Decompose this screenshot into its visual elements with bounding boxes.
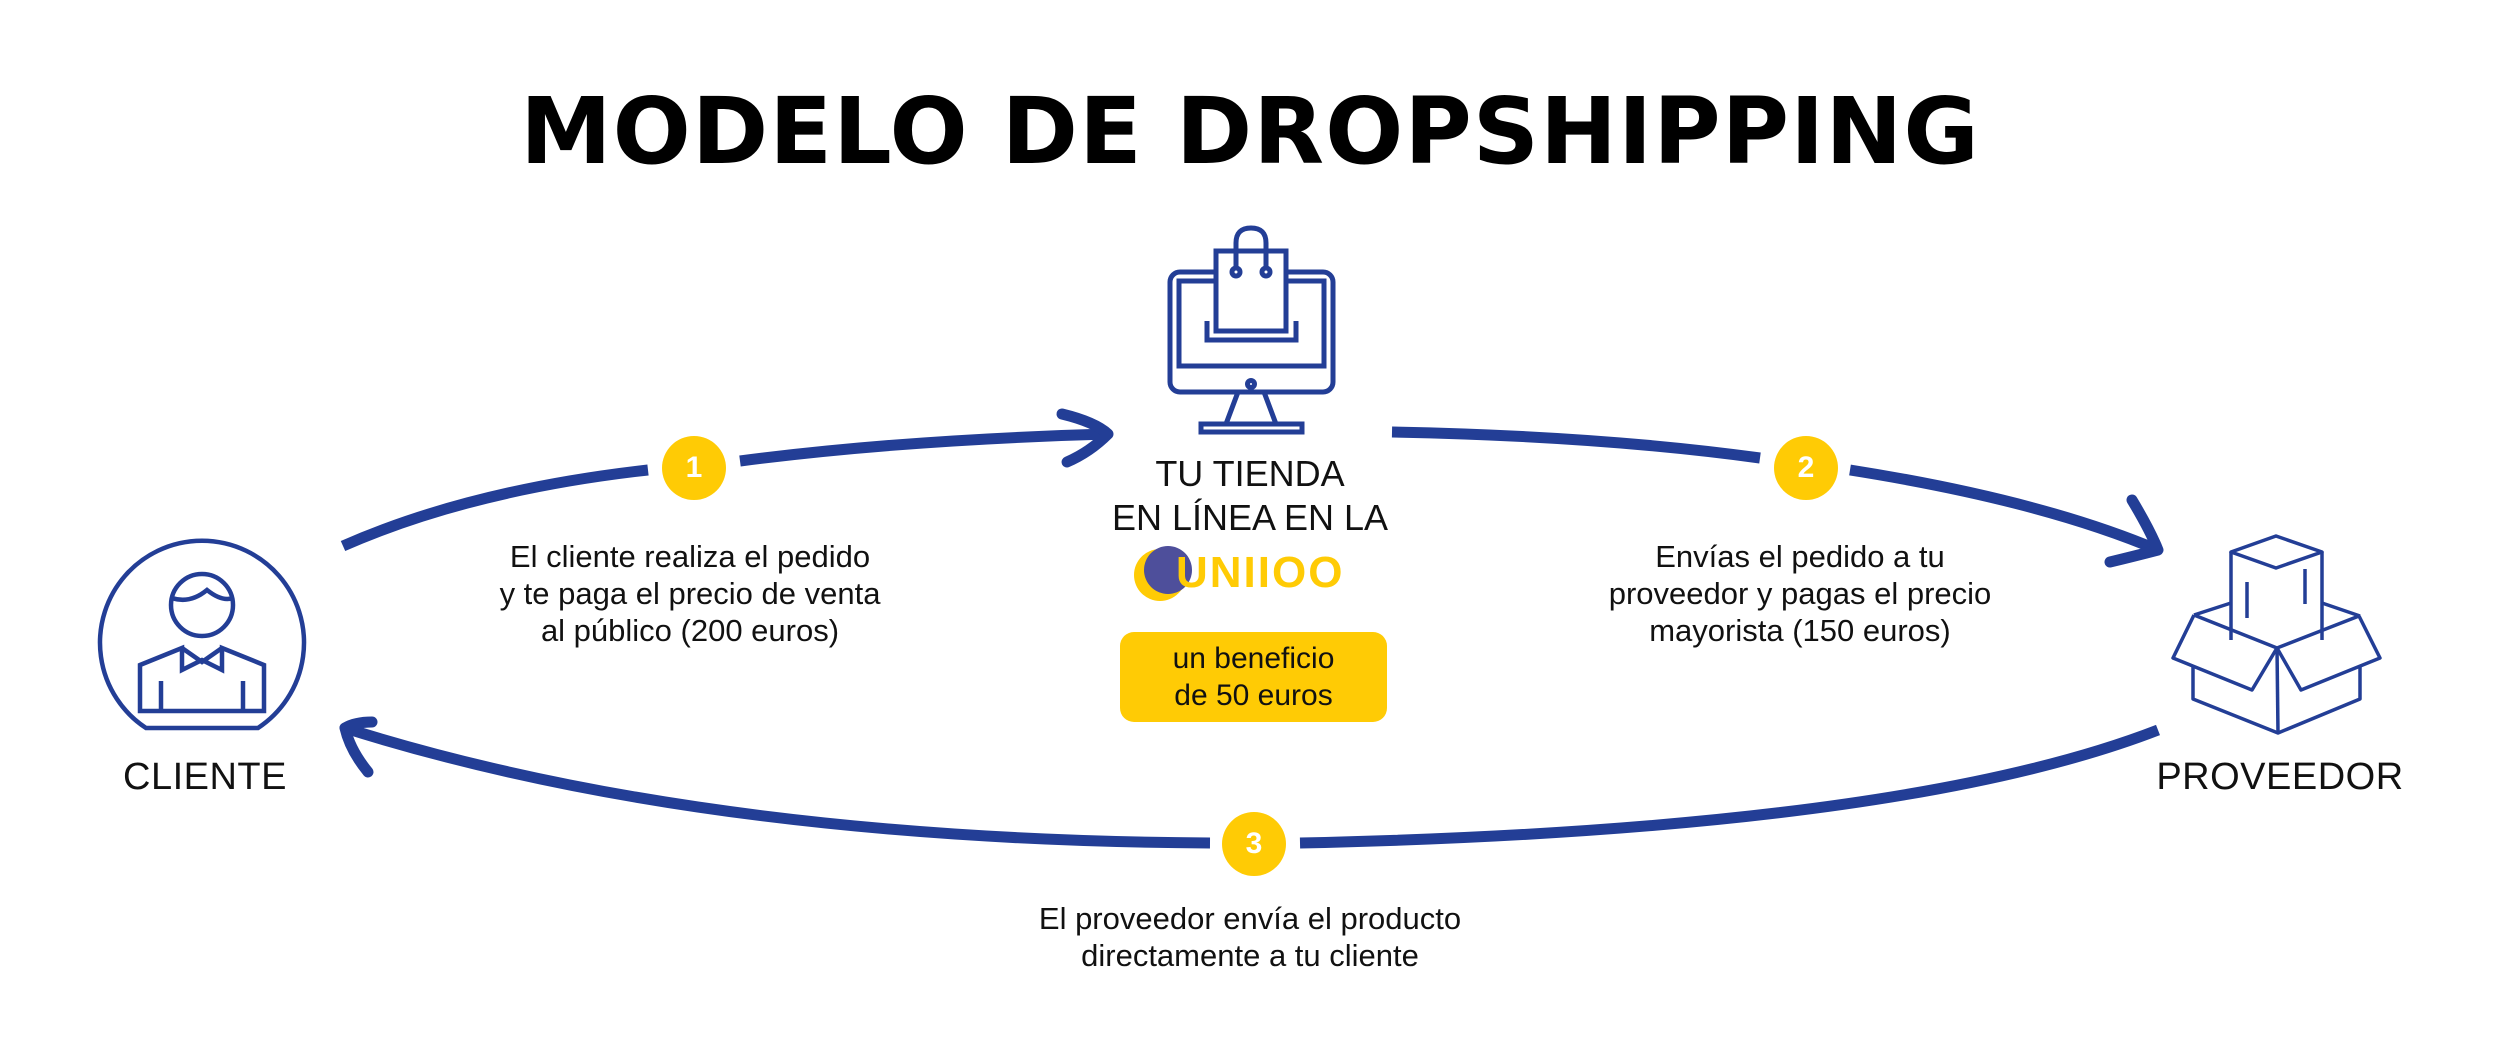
person-icon bbox=[97, 538, 307, 731]
store-title: TU TIENDA EN LÍNEA EN LA bbox=[1111, 453, 1389, 538]
step-1-badge: 1 bbox=[662, 436, 726, 500]
uniioo-logo-mark-icon bbox=[1134, 546, 1192, 601]
brand-logo-text: UNIIOO bbox=[1176, 548, 1345, 597]
step-1-description: El cliente realiza el pedido y te paga e… bbox=[499, 539, 881, 648]
arrowhead-2-icon bbox=[2104, 494, 2164, 568]
step-2-description: Envías el pedido a tu proveedor y pagas … bbox=[1608, 539, 1992, 648]
monitor-shopping-bag-icon bbox=[1167, 225, 1336, 435]
profit-badge: un beneficio de 50 euros bbox=[1120, 632, 1387, 722]
step-2-badge: 2 bbox=[1774, 436, 1838, 500]
page-title: MODELO DE DROPSHIPPING bbox=[520, 78, 1980, 185]
arrow-3 bbox=[1299, 724, 2160, 849]
step-3-description: El proveedor envía el producto directame… bbox=[1038, 901, 1462, 973]
arrowhead-1-icon bbox=[1056, 408, 1114, 468]
step-3-badge: 3 bbox=[1222, 812, 1286, 876]
arrowhead-3-icon bbox=[339, 716, 378, 778]
arrow-1 bbox=[340, 464, 649, 552]
proveedor-label: PROVEEDOR bbox=[2156, 756, 2404, 798]
arrow-2 bbox=[1391, 426, 1761, 464]
open-box-icon bbox=[2171, 534, 2382, 735]
cliente-label: CLIENTE bbox=[123, 756, 287, 798]
